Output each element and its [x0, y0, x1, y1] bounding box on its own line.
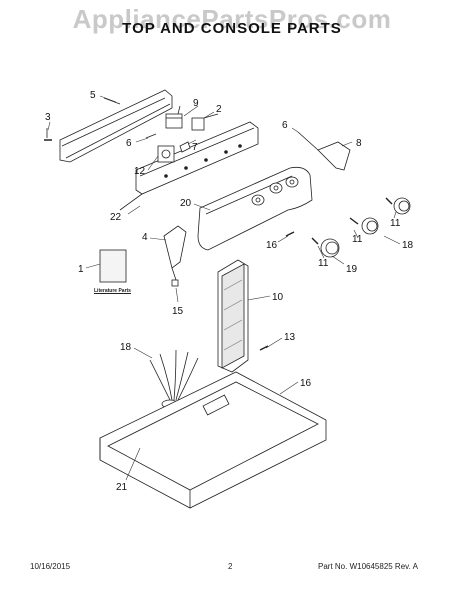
- callout-21: 21: [116, 482, 128, 493]
- callout-2: 2: [216, 104, 222, 115]
- callout-18: 18: [120, 342, 132, 353]
- part-top-panel: [99, 371, 327, 509]
- callout-13: 13: [284, 332, 296, 343]
- callout-20: 20: [180, 198, 192, 209]
- callout-16: 16: [300, 378, 312, 389]
- part-control-panel: [119, 121, 259, 211]
- part-knob: [385, 197, 411, 215]
- callout-1: 1: [78, 264, 84, 275]
- part-screw: [44, 128, 52, 141]
- watermark: AppliancePartsPros.com: [72, 4, 392, 34]
- callout-22: 22: [110, 212, 122, 223]
- part-console-front: [197, 166, 313, 251]
- callout-4: 4: [142, 232, 148, 243]
- part-literature: [99, 249, 127, 283]
- footer-page-number: 2: [228, 562, 233, 571]
- callout-19: 19: [346, 264, 358, 275]
- callout-3: 3: [45, 112, 51, 123]
- part-screw-6: [145, 133, 157, 139]
- part-timer-block: [165, 105, 183, 129]
- part-screw-14: [285, 231, 295, 237]
- callout-11-a: 11: [318, 258, 329, 269]
- part-knob: [349, 217, 379, 235]
- part-clip: [179, 141, 191, 153]
- callout-5: 5: [90, 90, 96, 101]
- callout-10: 10: [272, 292, 284, 303]
- part-module: [157, 145, 175, 163]
- callout-11-b: 11: [352, 234, 363, 245]
- callout-17: 18: [402, 240, 414, 251]
- callout-12: 12: [134, 166, 146, 177]
- part-lint-filter: [217, 259, 249, 373]
- callout-6-left: 6: [126, 138, 132, 149]
- page-title: TOP AND CONSOLE PARTS: [122, 20, 342, 37]
- callout-6-right: 6: [282, 120, 288, 131]
- part-bracket: [297, 131, 351, 171]
- callout-14: 16: [266, 240, 278, 251]
- callout-7: 7: [192, 142, 198, 153]
- part-console-back-panel: [59, 89, 173, 163]
- callout-9: 9: [193, 98, 199, 109]
- part-side-bracket: [163, 225, 187, 287]
- callout-15: 15: [172, 306, 184, 317]
- part-screw-13: [259, 345, 269, 351]
- callout-11-c: 11: [390, 218, 401, 229]
- part-knob: [311, 237, 340, 258]
- literature-label: Literature Parts: [94, 288, 131, 294]
- footer-part-info: Part No. W10645825 Rev. A: [318, 562, 418, 571]
- part-switch-block: [191, 113, 219, 131]
- callout-8: 8: [356, 138, 362, 149]
- footer-date: 10/16/2015: [30, 562, 71, 571]
